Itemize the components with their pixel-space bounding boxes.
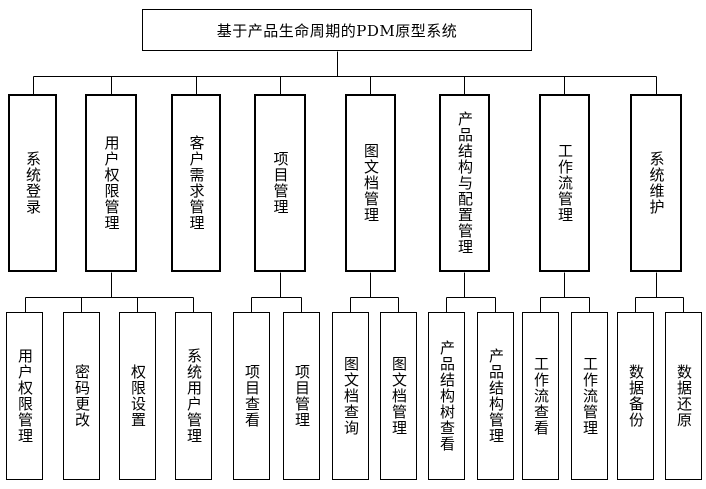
submodule-label: 数据还原 [675,364,693,428]
root-title: 基于产品生命周期的PDM原型系统 [216,21,458,40]
submodule-label: 工作流查看 [532,356,550,436]
sub-project-manage: 项目管理 [283,312,320,480]
submodule-label: 系统用户管理 [185,348,203,444]
module-workflow: 工作流管理 [539,94,590,272]
sub-project-view: 项目查看 [233,312,270,480]
root-box: 基于产品生命周期的PDM原型系统 [142,9,532,51]
submodule-label: 密码更改 [73,364,91,428]
module-label: 图文档管理 [362,143,380,223]
submodule-label: 产品结构管理 [487,348,505,444]
sub-product-tree-view: 产品结构树查看 [428,312,465,480]
module-user-permission: 用户权限管理 [85,94,137,272]
sub-password-change: 密码更改 [63,312,100,480]
sub-data-backup: 数据备份 [617,312,654,480]
submodule-label: 数据备份 [627,364,645,428]
sub-workflow-view: 工作流查看 [522,312,559,480]
submodule-label: 权限设置 [129,364,147,428]
module-label: 系统登录 [24,151,42,215]
module-system-maintenance: 系统维护 [630,94,682,272]
module-label: 产品结构与配置管理 [456,111,474,255]
module-product-structure: 产品结构与配置管理 [439,94,490,272]
submodule-label: 图文档管理 [390,356,408,436]
sub-document-query: 图文档查询 [332,312,369,480]
module-project: 项目管理 [254,94,306,272]
submodule-label: 用户权限管理 [16,348,34,444]
sub-system-user-manage: 系统用户管理 [175,312,212,480]
sub-data-restore: 数据还原 [665,312,702,480]
submodule-label: 项目管理 [293,364,311,428]
module-label: 用户权限管理 [102,135,121,231]
submodule-label: 项目查看 [243,364,261,428]
module-label: 客户需求管理 [187,135,206,231]
sub-product-structure-manage: 产品结构管理 [477,312,514,480]
sub-document-manage: 图文档管理 [380,312,417,480]
module-label: 项目管理 [271,151,290,215]
sub-user-permission-manage: 用户权限管理 [6,312,43,480]
sub-permission-setting: 权限设置 [119,312,156,480]
module-document: 图文档管理 [345,94,396,272]
module-system-login: 系统登录 [8,94,57,272]
module-label: 系统维护 [647,151,666,215]
submodule-label: 图文档查询 [342,356,360,436]
module-customer-requirement: 客户需求管理 [171,94,221,272]
submodule-label: 产品结构树查看 [438,340,456,452]
submodule-label: 工作流管理 [581,356,599,436]
sub-workflow-manage: 工作流管理 [571,312,608,480]
module-label: 工作流管理 [556,143,574,223]
